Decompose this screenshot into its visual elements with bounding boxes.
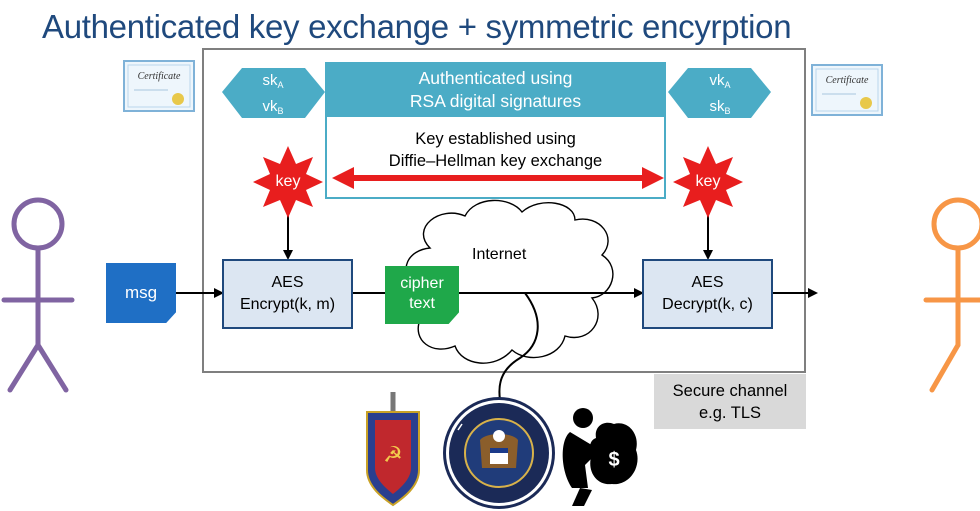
left-sk-subscript: A bbox=[277, 80, 284, 90]
cipher-line-1: cipher bbox=[400, 275, 444, 292]
dh-line-2: Diffie–Hellman key exchange bbox=[388, 152, 603, 170]
auth-line-1: Authenticated using bbox=[418, 68, 573, 88]
right-keypair-hexagon bbox=[668, 68, 771, 118]
dh-line-1: Key established using bbox=[415, 130, 576, 148]
cipher-line-2: text bbox=[409, 295, 435, 312]
secure-channel-label-box: Secure channel e.g. TLS bbox=[654, 374, 806, 429]
ciphertext-shape: cipher text bbox=[385, 266, 459, 324]
right-sk-subscript: B bbox=[724, 106, 731, 116]
right-vk-subscript: A bbox=[724, 80, 731, 90]
internet-label: Internet bbox=[472, 246, 527, 263]
right-key-star bbox=[673, 146, 743, 218]
left-keypair-text: skA vkB bbox=[243, 70, 303, 122]
kgb-emblem: ☭ bbox=[366, 392, 420, 507]
left-vk-label: vk bbox=[262, 98, 278, 115]
right-keypair-text: vkA skB bbox=[690, 70, 750, 122]
aes-decrypt-line-2: Decrypt(k, c) bbox=[662, 296, 753, 313]
secure-channel-line-2: e.g. TLS bbox=[698, 404, 762, 422]
secure-channel-line-1: Secure channel bbox=[672, 382, 788, 400]
thief-moneybag-icon: $ bbox=[562, 408, 638, 506]
bob-stick-figure bbox=[923, 197, 980, 393]
svg-text:Certificate: Certificate bbox=[138, 71, 181, 82]
auth-line-2: RSA digital signatures bbox=[409, 91, 582, 111]
aes-encrypt-line-1: AES bbox=[271, 274, 304, 291]
aes-decrypt-box: AES Decrypt(k, c) bbox=[642, 259, 773, 329]
left-keypair-hexagon bbox=[222, 68, 325, 118]
aes-encrypt-line-2: Encrypt(k, m) bbox=[239, 296, 336, 313]
wiretap-line bbox=[498, 292, 539, 401]
aes-decrypt-line-1: AES bbox=[691, 274, 724, 291]
certificate-icon: Certificate bbox=[811, 64, 883, 116]
right-vk-label: vk bbox=[709, 72, 725, 89]
right-sk-label: sk bbox=[709, 98, 725, 115]
certificate-icon: Certificate bbox=[123, 60, 195, 112]
right-key-label: key bbox=[695, 173, 721, 190]
slide-title: Authenticated key exchange + symmetric e… bbox=[42, 8, 792, 45]
aes-encrypt-box: AES Encrypt(k, m) bbox=[222, 259, 353, 329]
message-shape: msg bbox=[106, 263, 176, 323]
left-key-label: key bbox=[275, 173, 301, 190]
svg-text:☭: ☭ bbox=[383, 443, 403, 468]
left-key-star bbox=[253, 146, 323, 218]
svg-text:$: $ bbox=[608, 449, 619, 471]
svg-text:Certificate: Certificate bbox=[826, 75, 869, 86]
left-vk-subscript: B bbox=[277, 106, 284, 116]
authentication-banner: Authenticated using RSA digital signatur… bbox=[325, 62, 666, 117]
nsa-seal bbox=[443, 397, 555, 509]
left-sk-label: sk bbox=[262, 72, 278, 89]
alice-stick-figure bbox=[1, 197, 75, 393]
